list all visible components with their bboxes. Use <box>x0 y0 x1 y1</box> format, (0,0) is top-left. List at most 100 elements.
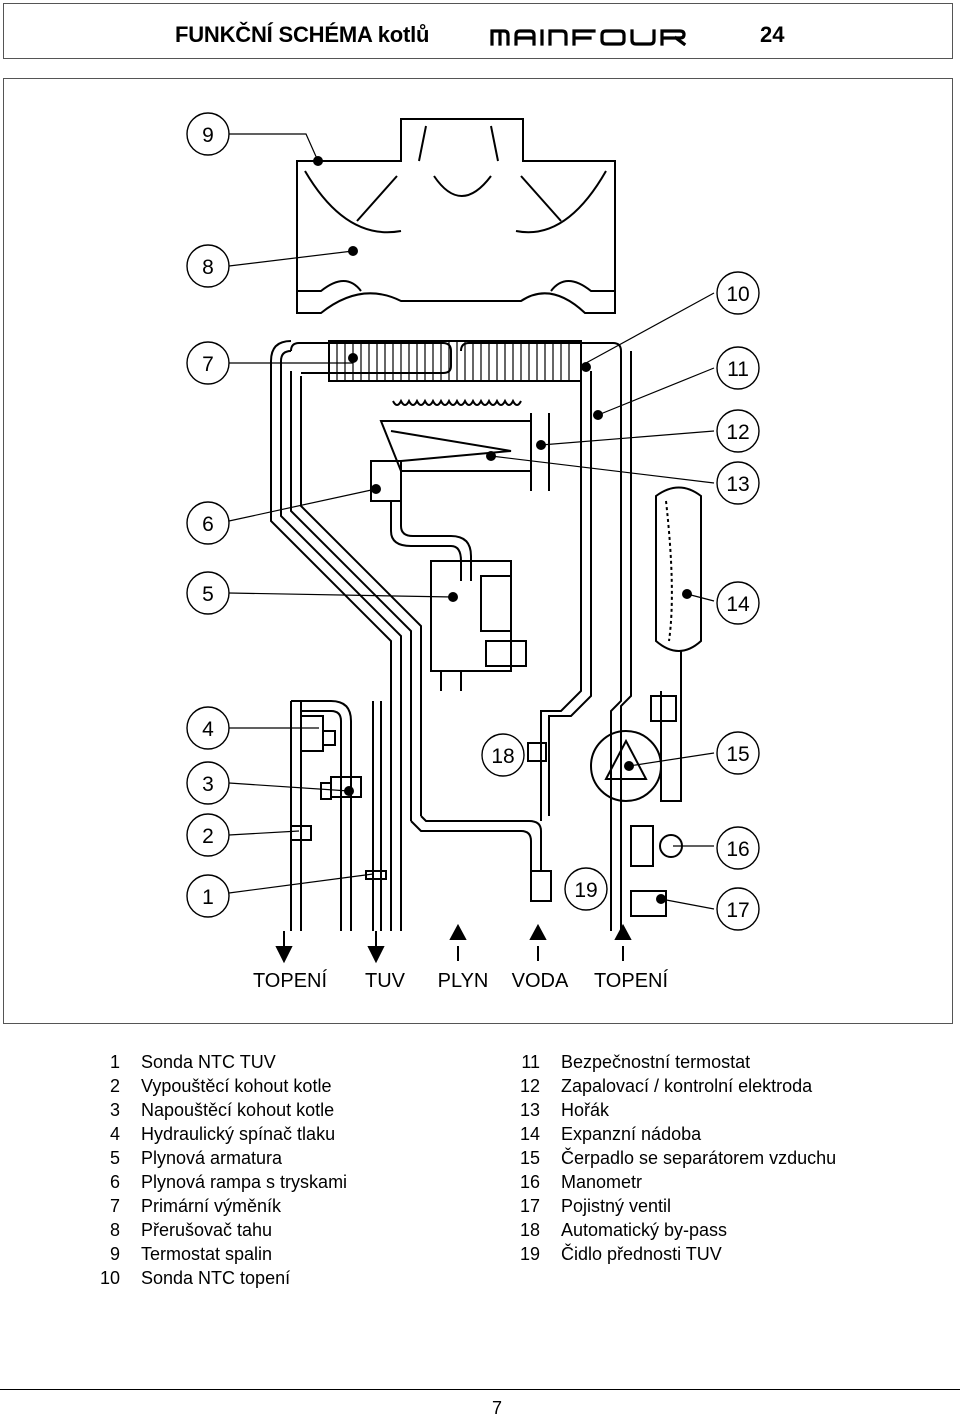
left-components <box>290 715 552 902</box>
callout-18: 18 <box>491 745 514 768</box>
legend-item: 11 Bezpečnostní termostat <box>500 1050 836 1074</box>
callout-7: 7 <box>202 353 214 376</box>
callout-2: 2 <box>202 825 214 848</box>
gas-valve <box>390 501 527 691</box>
label-topeni-out: TOPENÍ <box>253 969 328 992</box>
legend-text: Plynová armatura <box>141 1148 283 1168</box>
legend-number: 3 <box>109 1100 120 1120</box>
legend-item: 9 Termostat spalin <box>80 1242 347 1266</box>
expansion-vessel <box>655 486 702 652</box>
callout-1: 1 <box>202 886 214 909</box>
legend-number: 18 <box>519 1220 540 1240</box>
legend-text: Automatický by-pass <box>561 1220 728 1240</box>
legend-text: Plynová rampa s tryskami <box>141 1172 348 1192</box>
legend-item: 7 Primární výměník <box>80 1194 347 1218</box>
manometer-group <box>630 825 683 917</box>
burner <box>370 398 550 502</box>
legend-number: 16 <box>519 1172 540 1192</box>
legend-item: 3 Napouštěcí kohout kotle <box>80 1098 347 1122</box>
legend-number: 9 <box>109 1244 120 1264</box>
callout-8: 8 <box>202 256 214 279</box>
callout-10: 10 <box>726 283 749 306</box>
legend-item: 6 Plynová rampa s tryskami <box>80 1170 347 1194</box>
leader-dots <box>313 156 692 904</box>
legend-number: 14 <box>519 1124 540 1144</box>
legend-text: Pojistný ventil <box>561 1196 672 1216</box>
legend-text: Sonda NTC topení <box>141 1268 291 1288</box>
callout-9: 9 <box>202 124 214 147</box>
callout-15: 15 <box>726 743 749 766</box>
legend-number: 17 <box>519 1196 540 1216</box>
legend-number: 11 <box>521 1052 540 1072</box>
legend-item: 1 Sonda NTC TUV <box>80 1050 347 1074</box>
callout-3: 3 <box>202 773 214 796</box>
legend-number: 10 <box>99 1268 120 1288</box>
legend-number: 1 <box>109 1052 120 1072</box>
legend-text: Napouštěcí kohout kotle <box>141 1100 335 1120</box>
callout-5: 5 <box>202 583 214 606</box>
left-circuit-pipes <box>270 340 542 931</box>
legend-number: 8 <box>109 1220 120 1240</box>
legend-item: 5 Plynová armatura <box>80 1146 347 1170</box>
legend-text: Čerpadlo se separátorem vzduchu <box>561 1148 837 1168</box>
callout-16: 16 <box>726 838 749 861</box>
legend-text: Čidlo přednosti TUV <box>561 1244 722 1264</box>
mainfour-logo <box>490 29 687 46</box>
legend-number: 6 <box>109 1172 120 1192</box>
legend-text: Zapalovací / kontrolní elektroda <box>561 1076 813 1096</box>
callout-13: 13 <box>726 473 749 496</box>
callout-12: 12 <box>726 421 749 444</box>
callout-6: 6 <box>202 513 214 536</box>
schematic-drawing: 9 8 7 6 5 4 3 2 1 10 11 12 13 14 15 16 1… <box>186 112 760 992</box>
model-number: 24 <box>760 22 785 47</box>
connection-arrows <box>275 923 632 964</box>
legend-number: 15 <box>519 1148 540 1168</box>
legend-text: Vypouštěcí kohout kotle <box>141 1076 332 1096</box>
callout-14: 14 <box>726 593 750 616</box>
footer-rule <box>0 1389 960 1390</box>
legend-number: 4 <box>109 1124 120 1144</box>
legend-item: 2 Vypouštěcí kohout kotle <box>80 1074 347 1098</box>
legend-item: 4 Hydraulický spínač tlaku <box>80 1122 347 1146</box>
legend-text: Primární výměník <box>141 1196 282 1216</box>
legend-text: Sonda NTC TUV <box>141 1052 276 1072</box>
legend-text: Bezpečnostní termostat <box>561 1052 751 1072</box>
callouts <box>186 112 760 931</box>
callout-19: 19 <box>574 879 597 902</box>
legend-item: 19 Čidlo přednosti TUV <box>500 1242 836 1266</box>
page-number: 7 <box>491 1398 502 1418</box>
legend-item: 18 Automatický by-pass <box>500 1218 836 1242</box>
draft-diverter <box>296 118 616 314</box>
callout-11: 11 <box>727 358 749 381</box>
label-plyn: PLYN <box>438 970 489 992</box>
callout-17: 17 <box>726 899 749 922</box>
boiler-schematic: 9 8 7 6 5 4 3 2 1 10 11 12 13 14 15 16 1… <box>3 78 953 1024</box>
legend-number: 19 <box>519 1244 540 1264</box>
label-topeni-return: TOPENÍ <box>594 969 669 992</box>
primary-heat-exchanger <box>290 340 622 382</box>
label-tuv: TUV <box>365 970 406 992</box>
label-voda: VODA <box>512 970 569 992</box>
legend-number: 2 <box>109 1076 120 1096</box>
legend-number: 12 <box>519 1076 540 1096</box>
legend-text: Termostat spalin <box>141 1244 273 1264</box>
legend-number: 5 <box>109 1148 120 1168</box>
legend-item: 17 Pojistný ventil <box>500 1194 836 1218</box>
legend-right: 11 Bezpečnostní termostat 12 Zapalovací / … <box>500 1050 836 1266</box>
title-box: FUNKČNÍ SCHÉMA kotlů 24 <box>3 3 953 59</box>
pump <box>590 695 677 802</box>
legend-text: Přerušovač tahu <box>141 1220 273 1240</box>
legend-item: 8 Přerušovač tahu <box>80 1218 347 1242</box>
legend-item: 10 Sonda NTC topení <box>80 1266 347 1290</box>
callout-4: 4 <box>202 718 214 741</box>
legend-text: Expanzní nádoba <box>561 1124 702 1144</box>
legend-item: 15 Čerpadlo se separátorem vzduchu <box>500 1146 836 1170</box>
legend-number: 7 <box>109 1196 120 1216</box>
legend-text: Hydraulický spínač tlaku <box>141 1124 336 1144</box>
right-circuit-pipes <box>540 351 682 931</box>
legend-text: Hořák <box>561 1100 610 1120</box>
page-title: FUNKČNÍ SCHÉMA kotlů <box>175 22 430 47</box>
